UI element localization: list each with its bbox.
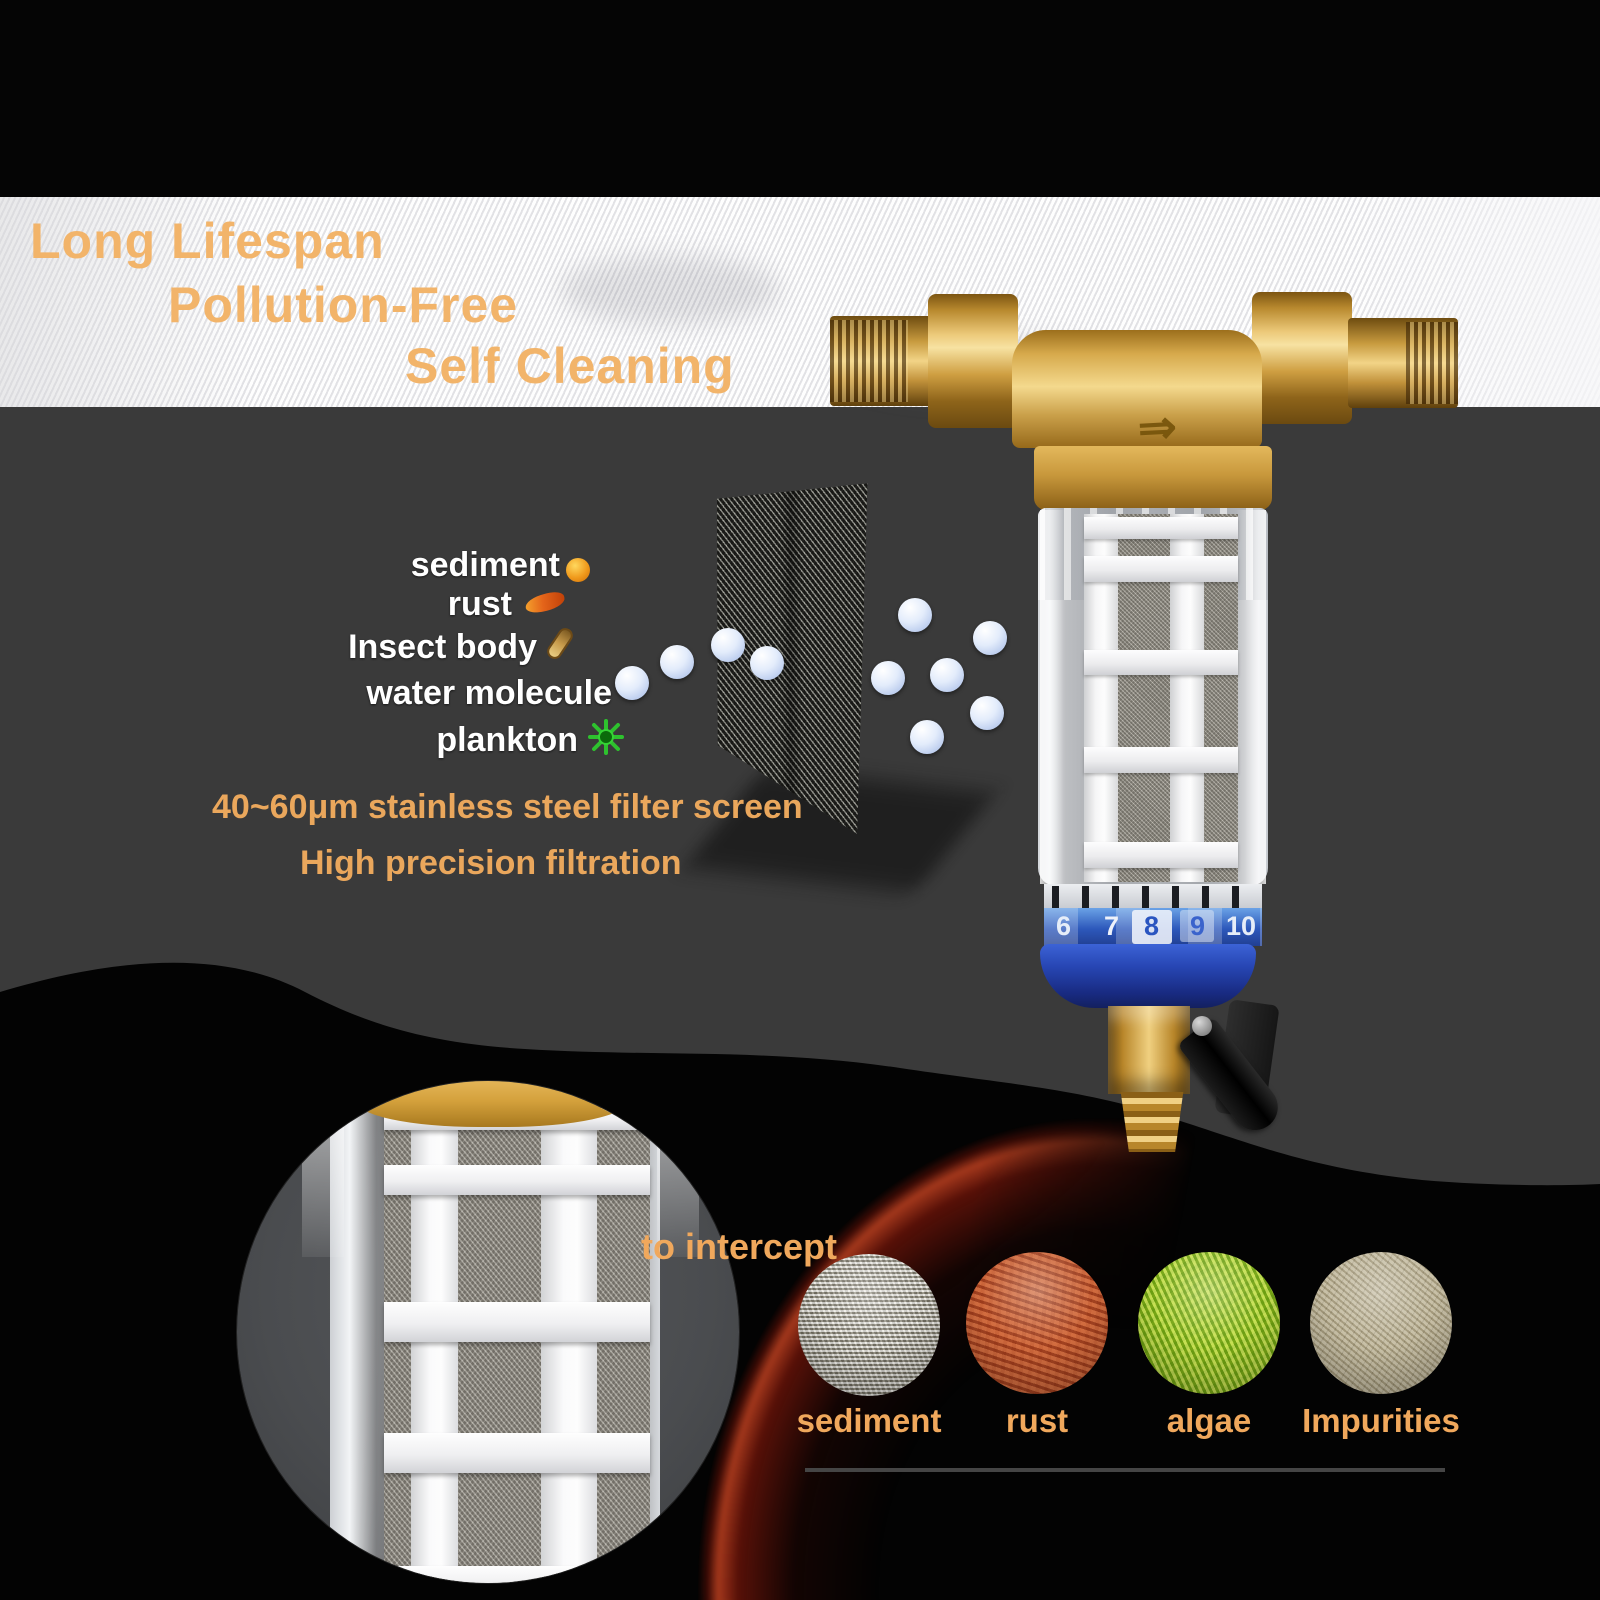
filter-head-body [1012, 330, 1262, 448]
bowl-glass-highlight [1040, 510, 1066, 884]
gauge-number: 6 [1056, 911, 1072, 941]
cage-rung [1084, 747, 1238, 773]
water-molecule-icon [898, 598, 932, 632]
gauge-chip [1132, 910, 1172, 944]
gauge-chip [1180, 910, 1214, 942]
water-molecule-icon [970, 696, 1004, 730]
caption-precision: High precision filtration [300, 844, 682, 882]
cartridge-slot-band [1044, 884, 1262, 910]
cage-ring [1084, 517, 1238, 539]
closeup-glass-shoulder-right [657, 1107, 699, 1257]
swatch-algae-image [1138, 1252, 1280, 1394]
closeup-glass-shoulder-left [302, 1107, 344, 1257]
water-molecule-icon [711, 628, 745, 662]
outlet-union-nut [1252, 292, 1352, 424]
swatch-impurities-image [1310, 1252, 1452, 1394]
water-molecule-icon [615, 666, 649, 700]
inlet-union-nut [928, 294, 1018, 428]
cage-rung [1084, 650, 1238, 675]
valve-pivot-screw [1192, 1016, 1212, 1036]
filter-closeup-magnifier [237, 1081, 739, 1583]
gauge-number: 7 [1104, 911, 1120, 941]
water-molecule-icon [660, 645, 694, 679]
cage-rung [1084, 556, 1238, 582]
label-water-molecule: water molecule [366, 674, 612, 712]
swatch-label-sediment: sediment [796, 1402, 942, 1439]
water-molecule-icon [973, 621, 1007, 655]
label-plankton: plankton [436, 721, 578, 759]
cage-rung [1084, 842, 1238, 868]
water-molecule-icon [871, 661, 905, 695]
gauge-number: 8 [1144, 911, 1160, 941]
swatch-label-algae: algae [1166, 1402, 1252, 1439]
band-reflection-smudge [560, 255, 780, 325]
blue-bowl-cap [1040, 944, 1256, 1008]
closeup-cage-rung [384, 1566, 650, 1583]
label-sediment: sediment [410, 546, 560, 584]
label-rust: rust [447, 585, 512, 623]
closeup-cage-rung [384, 1433, 650, 1473]
bowl-glass-highlight [1236, 510, 1266, 884]
water-molecule-icon [910, 720, 944, 754]
drain-barb-outlet [1120, 1092, 1184, 1152]
filter-head-collar [1034, 446, 1272, 510]
inlet-pipe-threads [830, 320, 908, 402]
swatch-label-rust: rust [1005, 1402, 1069, 1439]
water-molecule-icon [930, 658, 964, 692]
caption-screen-spec: 40~60μm stainless steel filter screen [212, 788, 803, 826]
gauge-number: 10 [1226, 911, 1257, 941]
closeup-cage-rung [384, 1165, 650, 1195]
brass-drain-body [1108, 1006, 1190, 1094]
headline-line-2: Pollution-Free [168, 277, 519, 333]
flow-direction-arrow-icon: ⇒ [1136, 400, 1178, 454]
swatch-rust-image [966, 1252, 1108, 1394]
rust-flake-icon [523, 589, 567, 616]
gauge-number: 9 [1190, 911, 1206, 941]
swatch-sediment-image [798, 1254, 940, 1396]
water-molecule-icon [750, 646, 784, 680]
headline-line-1: Long Lifespan [30, 213, 385, 269]
closeup-brass-cap [356, 1081, 628, 1127]
intercept-title: to intercept [641, 1226, 838, 1267]
stainless-mesh-screen [717, 483, 868, 834]
bottom-divider-line [805, 1468, 1445, 1472]
headline-line-3: Self Cleaning [405, 338, 735, 394]
swatch-label-impurities: Impurities [1302, 1402, 1460, 1439]
sediment-particle-icon [566, 558, 590, 582]
plankton-icon [588, 719, 624, 755]
top-black-strip [0, 0, 1600, 197]
label-insect-body: Insect body [348, 628, 537, 666]
insect-body-icon [544, 625, 576, 662]
closeup-cage-rung [384, 1302, 650, 1342]
outlet-pipe-threads [1406, 322, 1458, 404]
